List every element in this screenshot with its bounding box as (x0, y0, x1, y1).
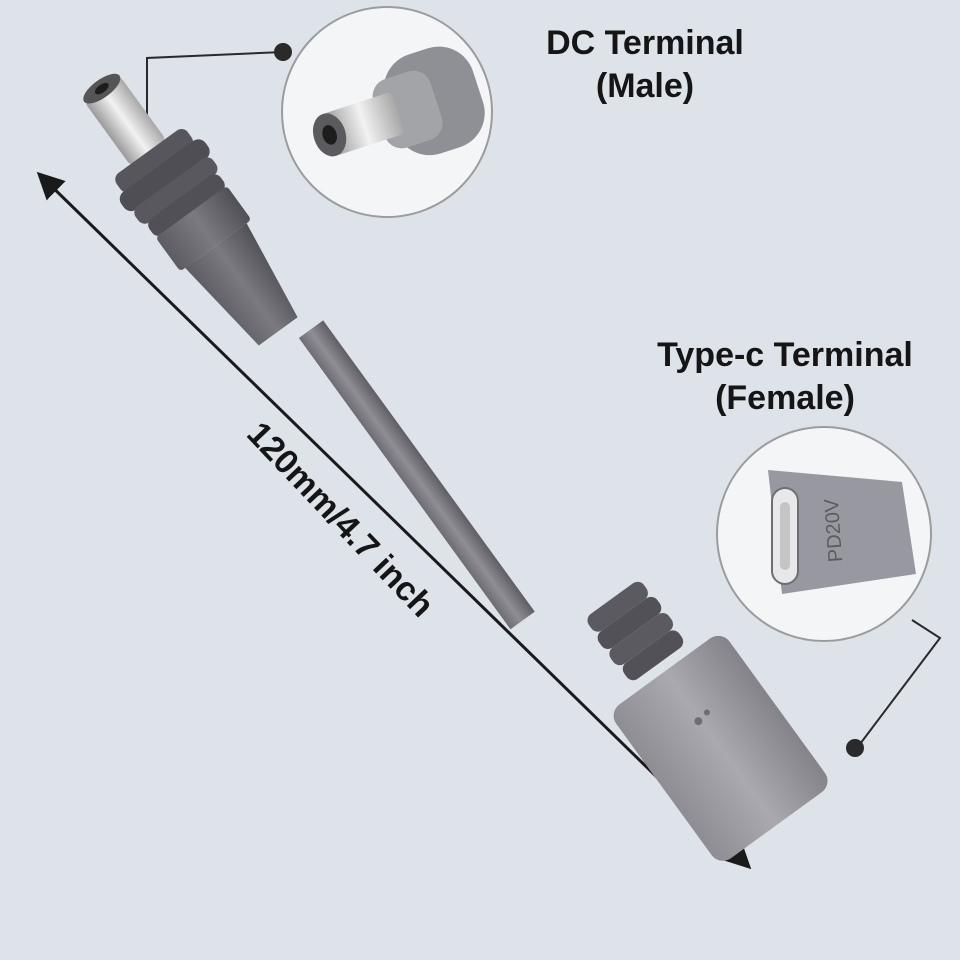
dc-leader-line (146, 51, 284, 138)
dc-terminal-title: DC Terminal (546, 24, 744, 62)
dc-terminal-subtitle: (Male) (595, 66, 695, 105)
dc-terminal-closeup (281, 6, 493, 218)
typec-leader-line (856, 619, 942, 749)
dimension-arrow (36, 171, 752, 870)
dc-plug (83, 73, 298, 346)
typec-terminal-title: Type-c Terminal (657, 336, 913, 374)
typec-terminal-label: Type-c Terminal (Female) (610, 334, 960, 419)
dc-leader-dot (274, 43, 292, 61)
typec-leader-dot (846, 739, 864, 757)
dc-terminal-label: DC Terminal (Male) (480, 22, 810, 107)
typec-terminal-closeup: PD20V (716, 426, 932, 642)
typec-terminal-subtitle: (Female) (715, 378, 855, 417)
port-marking: PD20V (821, 497, 847, 562)
typec-connector (587, 581, 828, 861)
cable (298, 320, 535, 630)
